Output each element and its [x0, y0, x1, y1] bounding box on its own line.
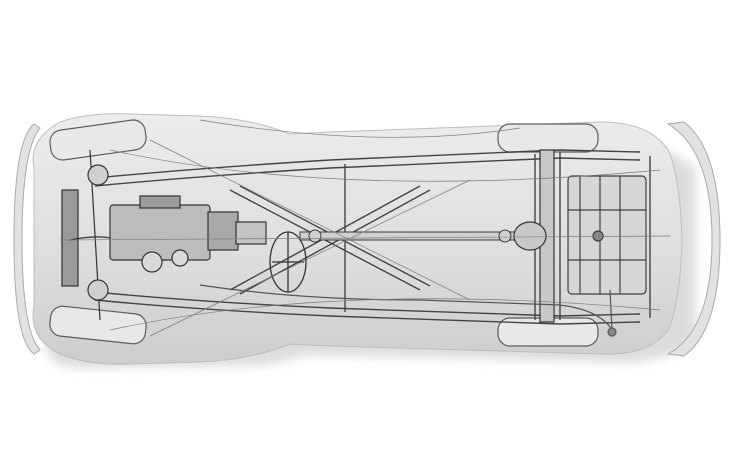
rear-axle-assembly	[513, 149, 555, 323]
construction-lines	[59, 119, 671, 337]
exhaust-pipe	[199, 284, 617, 337]
front-bumper	[13, 123, 41, 355]
wheels	[49, 119, 599, 347]
front-left-wheel	[49, 119, 147, 161]
fuel-tank	[567, 175, 647, 295]
front-axle-assembly	[61, 149, 111, 321]
engine-block	[109, 195, 267, 273]
rear-bumper	[666, 121, 721, 357]
steering-wheel	[269, 231, 307, 293]
rear-left-wheel	[497, 123, 599, 153]
